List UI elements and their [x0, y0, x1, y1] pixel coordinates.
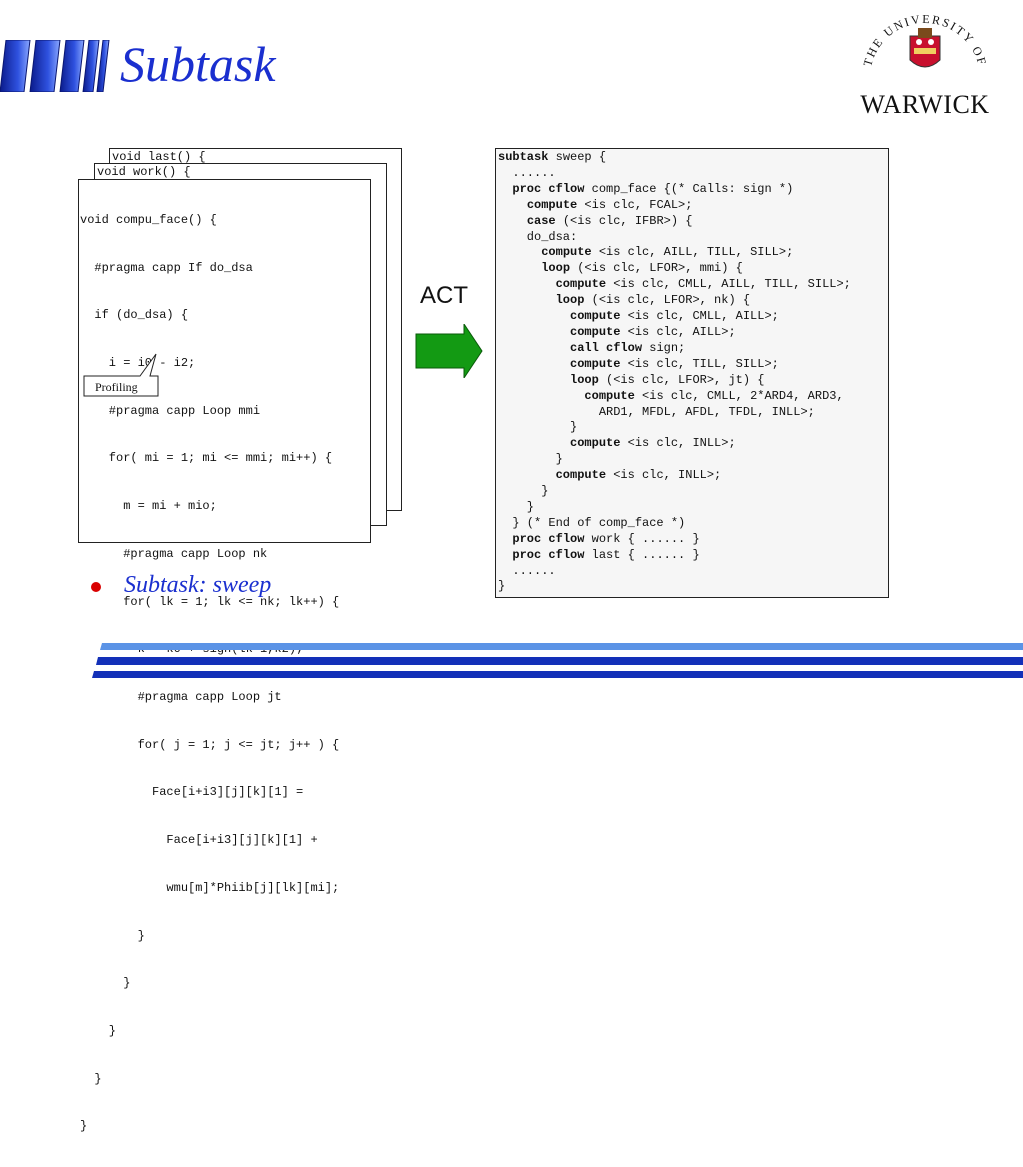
code-line: Face[i+i3][j][k][1] =	[80, 785, 304, 800]
script-line: compute <is clc, CMLL, AILL>;	[570, 309, 779, 324]
code-document-compu-face: void compu_face() { #pragma capp If do_d…	[78, 179, 371, 1133]
code-line: for( lk = 1; lk <= nk; lk++) {	[80, 594, 340, 609]
script-line: do_dsa:	[498, 229, 578, 244]
crest-icon: THE UNIVERSITY OF	[860, 12, 987, 68]
code-line: void last() {	[112, 150, 206, 164]
script-keyword: proc	[512, 531, 542, 546]
script-line: }	[498, 452, 563, 467]
script-line: loop (<is clc, LFOR>, jt) {	[570, 372, 765, 387]
code-line: m = mi + mio;	[80, 499, 217, 514]
script-line: compute <is clc, TILL, SILL>;	[570, 356, 779, 371]
script-line: ARD1, MFDL, AFDL, TFDL, INLL>;	[498, 404, 815, 419]
code-line: }	[80, 1071, 102, 1086]
script-keyword: cflow	[548, 531, 585, 546]
performance-script-panel: subtask sweep { ...... proc cflow comp_f…	[495, 148, 889, 598]
script-keyword: proc	[512, 181, 542, 196]
script-line: ......	[498, 165, 556, 180]
script-keyword: compute	[555, 468, 607, 483]
script-line: }	[498, 499, 535, 514]
code-line: }	[80, 1024, 117, 1039]
script-line: call cflow sign;	[570, 340, 686, 355]
script-line: compute <is clc, AILL, TILL, SILL>;	[541, 245, 794, 260]
script-line: proc cflow comp_face {(* Calls: sign *)	[512, 181, 794, 196]
script-keyword: compute	[555, 277, 607, 292]
code-line: #pragma capp Loop mmi	[80, 403, 261, 418]
script-line: compute <is clc, FCAL>;	[526, 197, 693, 212]
script-line: }	[498, 579, 506, 594]
script-keyword: compute	[570, 356, 621, 371]
script-line: } (* End of comp_face *)	[498, 515, 686, 530]
profiling-callout-box	[83, 353, 159, 397]
script-keyword: loop	[570, 372, 599, 387]
script-keyword: compute	[584, 388, 635, 403]
code-line: wmu[m]*Phiib[j][lk][mi];	[80, 880, 340, 895]
script-line: ......	[498, 563, 556, 578]
code-line: void work() {	[97, 165, 191, 179]
script-keyword: cflow	[548, 181, 585, 196]
bullet-text: Subtask: sweep	[124, 572, 272, 598]
script-keyword: cflow	[606, 340, 643, 355]
act-label: ACT	[420, 282, 468, 309]
script-keyword: cflow	[548, 547, 585, 562]
script-keyword: compute	[541, 245, 592, 260]
script-line: }	[498, 484, 549, 499]
code-line: }	[80, 1119, 88, 1134]
script-keyword: compute	[570, 324, 621, 339]
script-keyword: subtask	[498, 150, 549, 164]
script-line: proc cflow work { ...... }	[512, 531, 700, 546]
code-line: #pragma capp Loop nk	[80, 546, 268, 561]
script-keyword: compute	[570, 309, 621, 324]
script-line: compute <is clc, CMLL, 2*ARD4, ARD3,	[584, 388, 844, 403]
profiling-label: Profiling	[95, 380, 138, 394]
code-line: if (do_dsa) {	[80, 308, 189, 323]
script-line: proc cflow last { ...... }	[512, 547, 700, 562]
script-line: loop (<is clc, LFOR>, mmi) {	[541, 261, 743, 276]
script-keyword: proc	[512, 547, 542, 562]
script-line: subtask sweep {	[498, 150, 607, 164]
script-keyword: compute	[526, 197, 578, 212]
script-keyword: loop	[541, 261, 571, 276]
script-line: }	[498, 420, 578, 435]
code-line: }	[80, 976, 131, 991]
script-line: case (<is clc, IFBR>) {	[526, 213, 693, 228]
university-logo: THE UNIVERSITY OF WARWICK	[840, 8, 1010, 120]
code-line: Face[i+i3][j][k][1] +	[80, 833, 318, 848]
script-keyword: compute	[570, 436, 621, 451]
code-line: #pragma capp If do_dsa	[80, 260, 253, 275]
script-code-block: subtask sweep { ...... proc cflow comp_f…	[498, 150, 851, 595]
script-line: compute <is clc, CMLL, AILL, TILL, SILL>…	[555, 277, 851, 292]
script-keyword: call	[570, 340, 599, 355]
script-line: compute <is clc, INLL>;	[570, 436, 736, 451]
code-line: void compu_face() {	[80, 212, 217, 227]
script-line: compute <is clc, INLL>;	[555, 468, 722, 483]
title-bars-graphic	[0, 40, 110, 92]
script-keyword: case	[526, 213, 556, 228]
bottom-stripes	[92, 643, 1023, 678]
logo-wordmark: WARWICK	[860, 90, 990, 119]
slide-title: Subtask	[120, 36, 276, 92]
script-line: loop (<is clc, LFOR>, nk) {	[555, 293, 751, 308]
code-line: for( mi = 1; mi <= mmi; mi++) {	[80, 451, 333, 466]
script-keyword: loop	[555, 293, 585, 308]
right-arrow-icon	[415, 324, 483, 378]
code-line: #pragma capp Loop jt	[80, 690, 282, 704]
script-line: compute <is clc, AILL>;	[570, 324, 736, 339]
code-line: for( j = 1; j <= jt; j++ ) {	[80, 737, 340, 752]
code-line: }	[80, 928, 145, 943]
bullet-dot	[91, 582, 101, 592]
